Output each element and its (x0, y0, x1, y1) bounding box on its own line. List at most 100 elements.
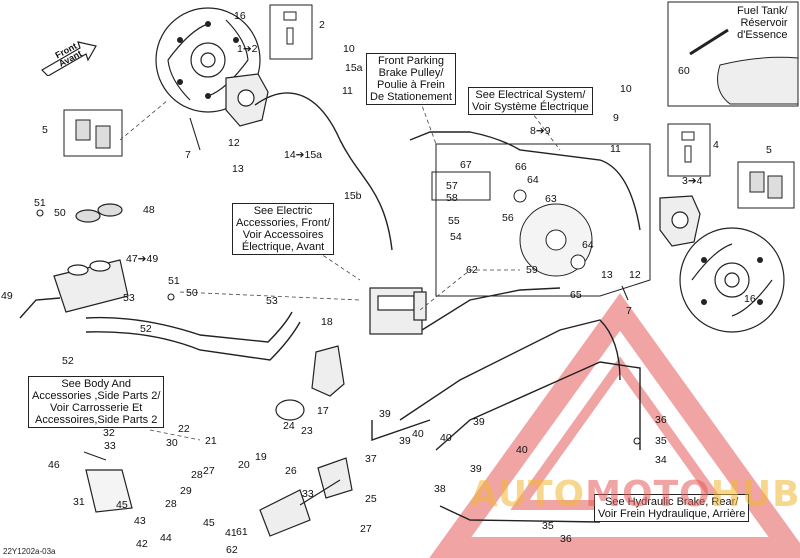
part-number-label: 64 (582, 239, 594, 251)
callout-line: Accessoires,Side Parts 2 (35, 414, 158, 426)
part-number-label: 36 (655, 414, 667, 426)
part-number-label: 59 (526, 264, 538, 276)
part-number-label: 8➔9 (530, 125, 551, 137)
part-number-label: 15a (345, 62, 363, 74)
part-number-label: 13 (232, 163, 244, 175)
part-number-label: 51 (168, 275, 180, 287)
part-number-label: 55 (448, 215, 460, 227)
fitting-box-2 (269, 4, 313, 60)
fluid-reservoir (53, 203, 129, 313)
part-number-label: 29 (180, 485, 192, 497)
brake-pedal (259, 457, 353, 537)
callout-line: Voir Accessoires (242, 229, 324, 241)
fuel-tank-box (667, 1, 799, 107)
part-number-label: 1➔2 (237, 43, 258, 55)
part-number-label: 12 (228, 137, 240, 149)
part-number-label: 33 (104, 440, 116, 452)
front-right-brake-disc (679, 227, 785, 333)
part-number-label: 45 (116, 499, 128, 511)
part-number-label: 28 (191, 469, 203, 481)
part-number-label: 24 (283, 420, 295, 432)
part-number-label: 62 (466, 264, 478, 276)
callout-hydraulic-brake-rear: See Hydraulic Brake, Rear/ Voir Frein Hy… (594, 494, 750, 522)
part-number-label: 19 (255, 451, 267, 463)
part-number-label: 26 (285, 465, 297, 477)
front-left-caliper (225, 73, 269, 127)
part-number-label: 22 (178, 423, 190, 435)
leader-lines (119, 99, 561, 441)
part-number-label: 39 (470, 463, 482, 475)
part-number-label: 45 (203, 517, 215, 529)
part-number-label: 48 (143, 204, 155, 216)
callout-line: Réservoir (740, 17, 788, 29)
part-number-label: 66 (515, 161, 527, 173)
part-number-label: 33 (302, 488, 314, 500)
callout-line: Électrique, Avant (241, 241, 325, 253)
part-number-label: 7 (185, 149, 191, 161)
part-number-label: 25 (365, 493, 377, 505)
part-number-label: 34 (655, 454, 667, 466)
part-number-label: 53 (266, 295, 278, 307)
forward-arrow-icon (41, 41, 97, 77)
part-number-label: 27 (203, 465, 215, 477)
part-number-label: 28 (165, 498, 177, 510)
callout-line: De Stationement (370, 91, 452, 103)
part-number-label: 50 (186, 287, 198, 299)
watermark-part3: HUB (710, 474, 800, 515)
part-number-label: 44 (160, 532, 172, 544)
callout-fuel-tank: Fuel Tank/ Réservoir d'Essence (734, 4, 791, 42)
part-number-label: 5 (766, 144, 772, 156)
part-number-label: 12 (629, 269, 641, 281)
part-number-label: 2 (319, 19, 325, 31)
bolts (36, 117, 641, 461)
part-number-label: 39 (379, 408, 391, 420)
callout-line: Voir Système Électrique (472, 101, 589, 113)
callout-line: See Electrical System/ (475, 89, 586, 101)
part-number-label: 16 (234, 10, 246, 22)
part-number-label: 62 (226, 544, 238, 556)
part-number-label: 3➔4 (682, 175, 703, 187)
fitting-box-4 (667, 123, 711, 177)
callout-line: Accessories ,Side Parts 2/ (32, 390, 161, 402)
callout-line: Brake Pulley/ (378, 67, 444, 79)
part-number-label: 14➔15a (284, 149, 322, 161)
part-number-label: 32 (103, 427, 115, 439)
part-number-label: 27 (360, 523, 372, 535)
callout-line: See Hydraulic Brake, Rear/ (605, 496, 739, 508)
part-number-label: 20 (238, 459, 250, 471)
part-number-label: 15b (344, 190, 362, 202)
part-number-label: 39 (473, 416, 485, 428)
callout-line: d'Essence (737, 29, 788, 41)
callout-body-accessories: See Body And Accessories ,Side Parts 2/ … (28, 376, 165, 428)
part-number-label: 31 (73, 496, 85, 508)
part-number-label: 13 (601, 269, 613, 281)
part-number-label: 63 (545, 193, 557, 205)
part-number-label: 46 (48, 459, 60, 471)
part-number-label: 35 (542, 520, 554, 532)
part-number-label: 40 (412, 428, 424, 440)
callout-line: Poulie à Frein (377, 79, 445, 91)
callout-line: Accessories, Front/ (236, 217, 331, 229)
callout-line: Voir Frein Hydraulique, Arrière (598, 508, 746, 520)
pedal-bracket (85, 469, 133, 513)
forward-arrow (40, 40, 98, 77)
fitting-box-57 (431, 171, 491, 201)
part-number-label: 67 (460, 159, 472, 171)
part-number-label: 30 (166, 437, 178, 449)
part-number-label: 36 (560, 533, 572, 545)
part-number-label: 50 (54, 207, 66, 219)
part-number-label: 11 (342, 85, 353, 97)
part-number-label: 38 (434, 483, 446, 495)
abs-module (369, 287, 427, 335)
part-number-label: 4 (713, 139, 719, 151)
callout-line: See Body And (61, 378, 132, 390)
part-number-label: 23 (301, 425, 313, 437)
watermark-part2: MOTO (585, 474, 711, 515)
callout-electric-accessories: See Electric Accessories, Front/ Voir Ac… (232, 203, 335, 255)
callout-line: Voir Carrosserie Et (50, 402, 143, 414)
part-number-label: 51 (34, 197, 46, 209)
part-number-label: 57 (446, 180, 458, 192)
part-number-label: 49 (1, 290, 13, 302)
part-number-label: 11 (610, 143, 621, 155)
part-number-label: 41 (225, 527, 237, 539)
